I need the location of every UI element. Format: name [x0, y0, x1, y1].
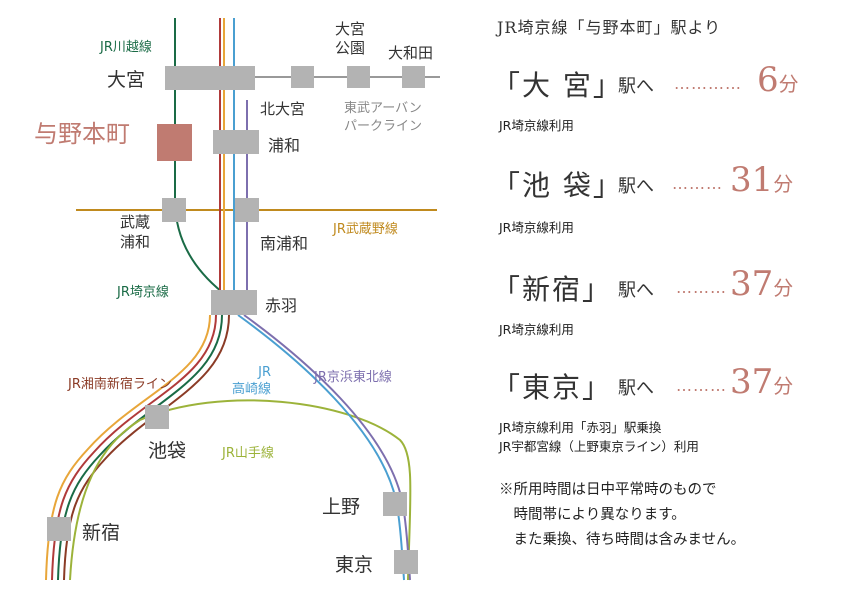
station-omiyakoen-label: 大宮 公園	[335, 20, 366, 57]
station-ikebukuro-label: 池袋	[148, 440, 187, 462]
route-omiya-dots: …………	[674, 74, 742, 93]
station-shinjuku-label: 新宿	[82, 522, 121, 544]
line-kawagoe-label: JR川越線	[100, 40, 152, 55]
station-ueno-label: 上野	[322, 496, 361, 518]
station-yonohommachi-box	[157, 124, 192, 161]
station-omiya-box	[165, 66, 255, 90]
route-tokyo-unit: 分	[773, 374, 794, 398]
station-kitaomiya-box	[291, 66, 314, 88]
route-ikebukuro-time: 31分	[730, 160, 793, 200]
route-tokyo-dest: 「東京」	[492, 371, 613, 404]
station-omiya-label: 大宮	[107, 69, 146, 91]
route-ikebukuro-dots: ………	[672, 174, 723, 193]
route-omiya-time: 6分	[757, 60, 799, 100]
station-ueno-box	[383, 492, 407, 516]
station-tokyo-box	[394, 550, 418, 574]
route-shinjuku-time: 37分	[730, 264, 793, 304]
station-owada-label: 大和田	[388, 44, 434, 62]
route-tokyo-time: 37分	[730, 362, 793, 402]
takasaki-line-south	[237, 314, 405, 581]
line-urbanpark-label: 東武アーバン パークライン	[344, 101, 423, 134]
route-tokyo-minutes: 37	[730, 362, 774, 402]
route-tokyo-dots: ………	[676, 376, 727, 395]
station-kitaomiya-label: 北大宮	[260, 100, 306, 118]
line-shonan-shinjuku-label: JR湘南新宿ライン	[68, 377, 172, 392]
yamanote-line	[139, 399, 412, 581]
station-owada-box	[402, 66, 425, 88]
route-ikebukuro-eki: 駅へ	[618, 176, 654, 197]
route-omiya-note: JR埼京線利用	[499, 118, 574, 133]
routes-title: JR埼京線「与野本町」駅より	[497, 18, 722, 37]
route-tokyo-eki: 駅へ	[618, 378, 654, 399]
route-shinjuku-unit: 分	[773, 276, 794, 300]
line-saikyo-label: JR埼京線	[117, 285, 169, 300]
station-ikebukuro-box	[145, 405, 169, 429]
route-ikebukuro-minutes: 31	[730, 160, 774, 200]
route-shinjuku-note: JR埼京線利用	[499, 322, 574, 337]
station-akabane-label: 赤羽	[265, 296, 298, 315]
line-musashino-label: JR武蔵野線	[333, 222, 398, 237]
route-shinjuku-dots: ………	[676, 278, 727, 297]
route-ikebukuro-note: JR埼京線利用	[499, 220, 574, 235]
station-urawa-label: 浦和	[268, 136, 301, 155]
route-omiya-unit: 分	[778, 72, 799, 96]
station-musashiurawa-box	[162, 198, 186, 222]
station-urawa-box	[213, 130, 259, 154]
line-yamanote-label: JR山手線	[222, 446, 274, 461]
footnote: ※所用時間は日中平常時のもので 時間帯により異なります。 また乗換、待ち時間は含…	[499, 482, 746, 548]
route-shinjuku-dest: 「新宿」	[492, 273, 613, 306]
station-omiyakoen-box	[347, 66, 370, 88]
route-shinjuku-eki: 駅へ	[618, 280, 654, 301]
route-tokyo-note: JR埼京線利用「赤羽」駅乗換 JR宇都宮線（上野東京ライン）利用	[499, 420, 699, 454]
station-musashiurawa-label: 武蔵 浦和	[120, 213, 151, 251]
station-minamiurawa-label: 南浦和	[260, 234, 309, 253]
yamanote-line-west	[69, 419, 141, 581]
station-shinjuku-box	[47, 517, 71, 541]
route-shinjuku-minutes: 37	[730, 264, 774, 304]
route-ikebukuro-unit: 分	[773, 172, 794, 196]
route-ikebukuro-dest: 「池 袋」	[492, 169, 623, 202]
route-omiya-dest: 「大 宮」	[492, 69, 623, 102]
station-minamiurawa-box	[235, 198, 259, 222]
station-tokyo-label: 東京	[335, 554, 374, 576]
keihin-tohoku-line-south	[243, 314, 411, 581]
route-omiya-eki: 駅へ	[618, 76, 654, 97]
line-keihin-tohoku-label: JR京浜東北線	[314, 370, 392, 385]
route-omiya-minutes: 6	[757, 60, 779, 100]
keihin-tohoku-west-a	[51, 314, 217, 581]
station-yonohommachi-label: 与野本町	[34, 120, 130, 148]
line-takasaki-label: JR 高崎線	[232, 365, 272, 397]
station-akabane-box	[211, 290, 257, 315]
